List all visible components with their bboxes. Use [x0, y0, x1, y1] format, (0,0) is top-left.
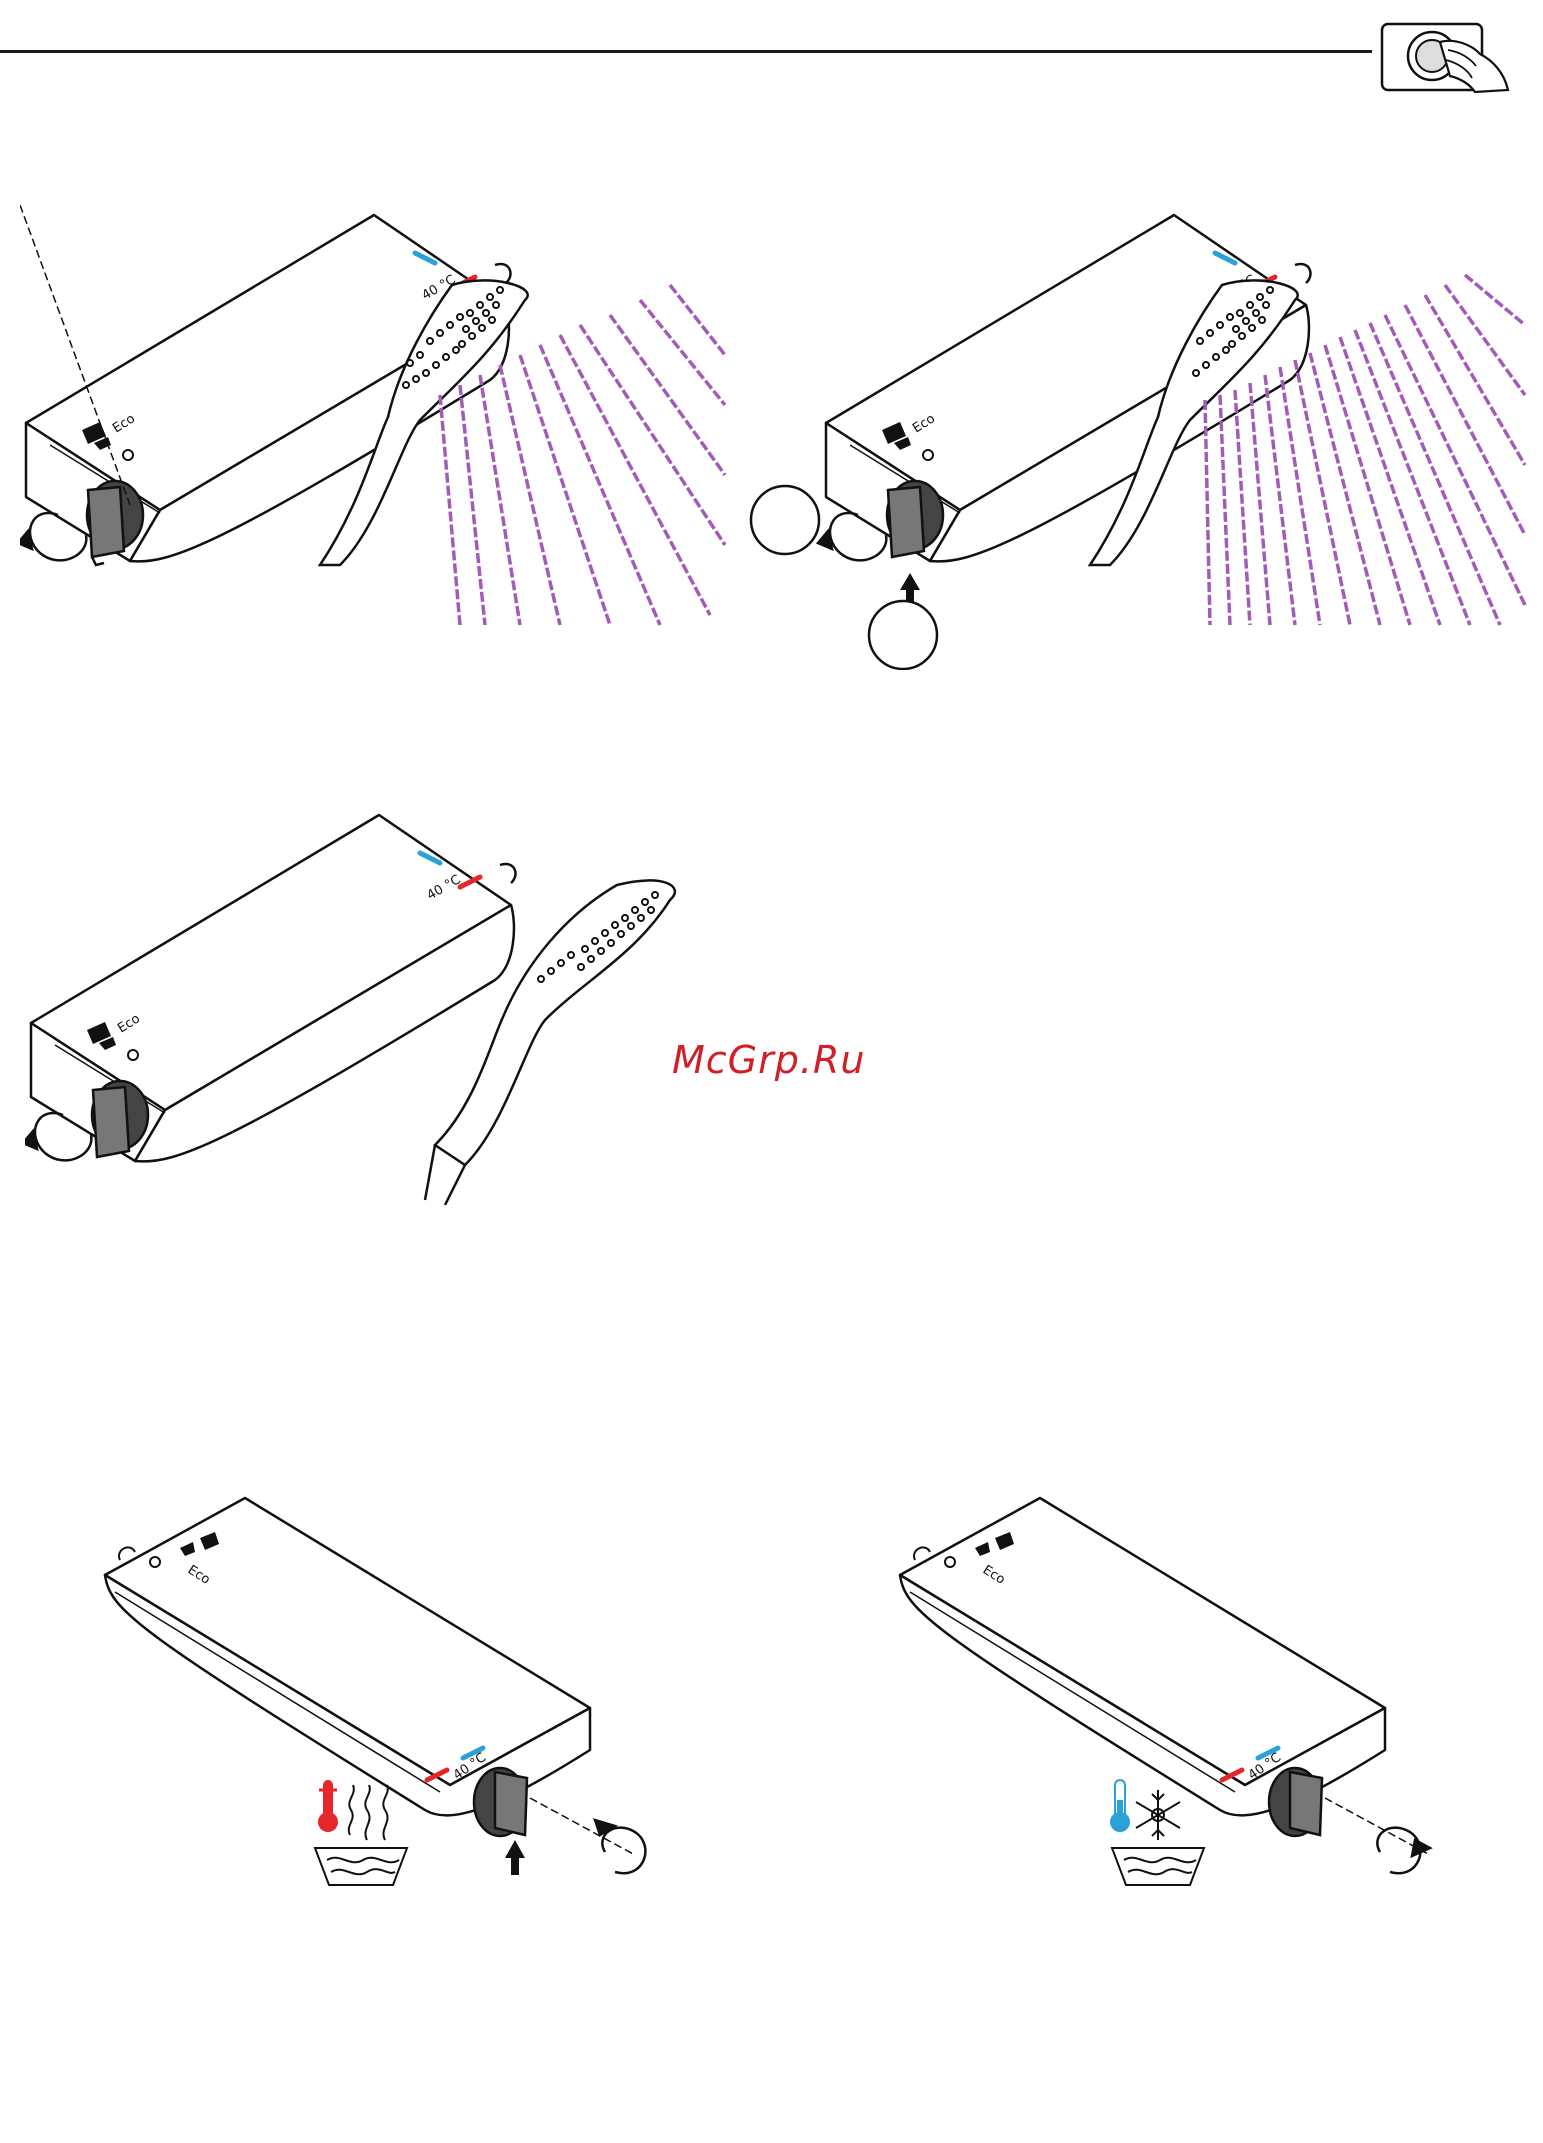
figure-1-shower-on: Eco 40 °C [20, 205, 730, 635]
thermostat-unit [105, 1498, 590, 1815]
cold-thermometer-icon [1110, 1780, 1130, 1832]
watermark-text: McGrp.Ru [672, 1038, 865, 1082]
empty-callout-circle-b [869, 601, 937, 669]
thermostat-unit [900, 1498, 1385, 1815]
water-basin-icon [1112, 1848, 1204, 1885]
figure-5-cold-water: Eco 40 °C [890, 1480, 1490, 1920]
control-knob [1269, 1768, 1322, 1836]
rotate-arrow-icon [530, 1798, 645, 1873]
figure-3-shower-off: Eco 40 °C [25, 805, 695, 1225]
figure-4-hot-water: Eco 40 °C [95, 1480, 695, 1920]
water-basin-icon [315, 1848, 407, 1885]
control-knob [474, 1768, 527, 1836]
push-up-arrow-icon [505, 1840, 525, 1875]
rotate-arrow-icon [1325, 1798, 1430, 1873]
empty-callout-circle-a [751, 486, 819, 554]
hot-thermometer-icon [318, 1780, 338, 1832]
hand-turning-thermostat-knob-icon [1380, 20, 1510, 95]
steam-icon [349, 1785, 388, 1840]
snowflake-icon [1136, 1790, 1180, 1840]
figure-2-shower-on-push: Eco 40 °C [740, 205, 1530, 670]
header-rule [0, 50, 1372, 53]
